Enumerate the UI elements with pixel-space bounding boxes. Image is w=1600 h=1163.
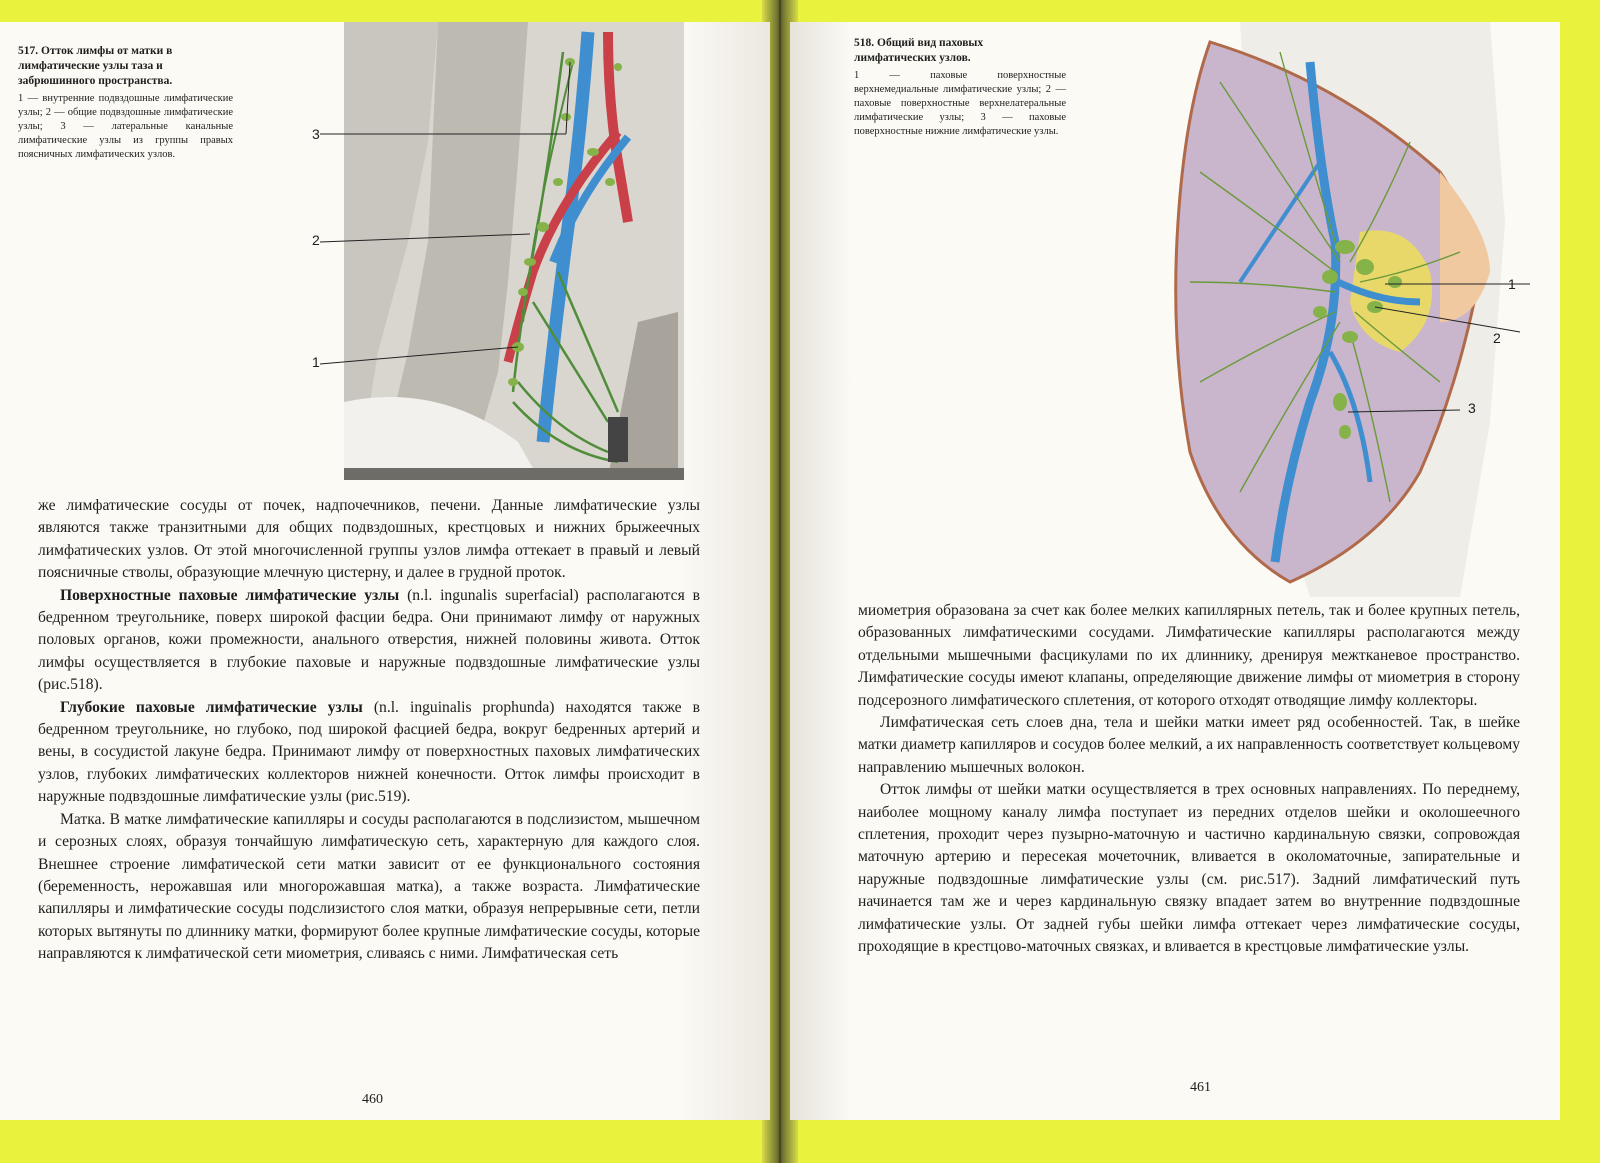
- figure-517-legend: 1 — внутренние подвздошные лимфатические…: [18, 93, 233, 160]
- figure-517-number: 517.: [18, 45, 39, 57]
- figure-518-number: 518.: [854, 37, 875, 49]
- paragraph: же лимфатические сосуды от почек, надпоч…: [38, 497, 700, 582]
- paragraph: Лимфатическая сеть слоев дна, тела и шей…: [858, 714, 1520, 776]
- left-body-text: же лимфатические сосуды от почек, надпоч…: [38, 495, 700, 966]
- figure-518-title-line: 518. Общий вид паховых лимфатических узл…: [854, 36, 1066, 66]
- paragraph: Матка. В матке лимфатические капилляры и…: [38, 810, 700, 963]
- term-deep-inguinal: Глубокие паховые лимфатические узлы: [60, 698, 363, 716]
- figure-518-label-1: 1: [1508, 276, 1516, 292]
- figure-518-illustration: [1160, 22, 1530, 597]
- paragraph: миометрия образована за счет как более м…: [858, 602, 1520, 709]
- paragraph: Отток лимфы от шейки матки осуществляетс…: [858, 781, 1520, 956]
- page-number-right: 461: [1190, 1080, 1211, 1095]
- page-number-left: 460: [362, 1092, 383, 1107]
- figure-518-label-2: 2: [1493, 330, 1501, 346]
- inguinal-lymph-drawing: [1174, 22, 1530, 597]
- figure-517-caption: 517. Отток лимфы от матки в лимфатически…: [18, 44, 233, 162]
- right-page: 518. Общий вид паховых лимфатических узл…: [790, 22, 1560, 1120]
- figure-517-illustration: [318, 22, 688, 480]
- term-superficial-inguinal: Поверхностные паховые лимфатические узлы: [60, 586, 400, 604]
- figure-517-title: Отток лимфы от матки в лимфатические узл…: [18, 45, 173, 87]
- left-page: 517. Отток лимфы от матки в лимфатически…: [0, 22, 770, 1120]
- paragraph: Глубокие паховые лимфатические узлы (n.l…: [38, 697, 700, 809]
- figure-518-legend: 1 — паховые поверхностные верхнемедиальн…: [854, 70, 1066, 137]
- paragraph-text: (n.l. ingunalis superfacial) располагают…: [38, 586, 700, 694]
- figure-517-title-line: 517. Отток лимфы от матки в лимфатически…: [18, 44, 233, 89]
- figure-518-title: Общий вид паховых лимфатических узлов.: [854, 37, 984, 64]
- figure-518-caption: 518. Общий вид паховых лимфатических узл…: [854, 36, 1066, 139]
- paragraph: Поверхностные паховые лимфатические узлы…: [38, 585, 700, 697]
- paragraph-text: (n.l. inguinalis prophunda) находятся та…: [38, 698, 701, 806]
- figure-517-label-3: 3: [312, 126, 320, 142]
- pelvic-lymph-drawing: [319, 22, 684, 480]
- figure-517-label-2: 2: [312, 232, 320, 248]
- figure-517-label-1: 1: [312, 354, 320, 370]
- right-body-text: миометрия образована за счет как более м…: [858, 600, 1520, 959]
- figure-518-label-3: 3: [1468, 400, 1476, 416]
